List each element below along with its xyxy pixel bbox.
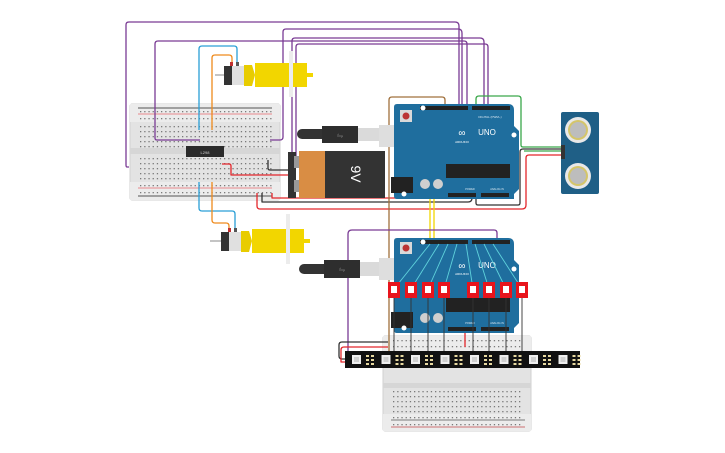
brand-label: ARDUINO bbox=[455, 140, 470, 144]
switch-lead bbox=[492, 243, 523, 290]
wire-red bbox=[222, 163, 290, 176]
wire-purple bbox=[154, 40, 468, 141]
breadboard-bottom[interactable] bbox=[382, 335, 532, 432]
arduino-uno-2[interactable]: ∞ ARDUINO UNO POWER ANALOG IN bbox=[379, 238, 519, 333]
wire-red bbox=[256, 154, 562, 210]
usb-icon: ⇋ bbox=[339, 265, 346, 274]
led-strip[interactable] bbox=[345, 351, 581, 368]
usb-icon: ⇋ bbox=[337, 131, 344, 140]
analog-label: ANALOG IN bbox=[490, 322, 504, 325]
usb-cable-2[interactable]: ⇋ bbox=[299, 260, 384, 278]
switch-knob bbox=[486, 286, 492, 293]
wire-green bbox=[475, 95, 562, 148]
digital-label: DIGITAL (PWM~) bbox=[478, 115, 501, 119]
wire-blue bbox=[198, 45, 238, 130]
wire-black bbox=[267, 160, 290, 171]
wire-orange bbox=[211, 182, 230, 228]
wire-black bbox=[475, 148, 562, 206]
slide-switches bbox=[388, 243, 528, 352]
arduino-logo-icon: ∞ bbox=[458, 261, 465, 272]
model-label: UNO bbox=[478, 261, 496, 270]
switch-knob bbox=[470, 286, 476, 293]
switch-knob bbox=[441, 286, 447, 293]
switch-knob bbox=[503, 286, 509, 293]
wire-brown bbox=[388, 96, 446, 352]
power-label: POWER bbox=[465, 188, 475, 191]
analog-label: ANALOG IN bbox=[490, 188, 504, 191]
wire-blue bbox=[198, 182, 236, 228]
switch-lead bbox=[410, 243, 440, 290]
wire-orange bbox=[211, 54, 233, 130]
switch-lead bbox=[427, 243, 449, 290]
switch-knob bbox=[408, 286, 414, 293]
battery-label: 9V bbox=[348, 165, 364, 183]
arduino-uno-1[interactable]: DIGITAL (PWM~) ∞ ARDUINO UNO POWER ANALO… bbox=[379, 104, 519, 199]
switch-lead bbox=[483, 243, 507, 290]
battery-9v[interactable]: 9V bbox=[288, 151, 385, 198]
switch-knob bbox=[425, 286, 431, 293]
led-pixels bbox=[352, 355, 581, 365]
usb-cable-1[interactable]: ⇋ bbox=[297, 126, 382, 143]
ultrasonic-sensor[interactable] bbox=[561, 112, 599, 194]
ic-label: L298 bbox=[201, 150, 211, 155]
switch-lead bbox=[393, 243, 431, 290]
wire-purple bbox=[295, 43, 489, 165]
switch-knob bbox=[519, 286, 525, 293]
power-label: POWER bbox=[465, 322, 475, 325]
wire-red bbox=[340, 346, 388, 363]
switch-lead bbox=[474, 243, 490, 290]
switch-knob bbox=[391, 286, 397, 293]
switch-lead bbox=[443, 243, 458, 290]
wire-purple bbox=[270, 28, 463, 141]
wire-purple bbox=[347, 229, 498, 352]
wire-purple bbox=[125, 21, 460, 168]
dc-motor-2[interactable] bbox=[210, 214, 310, 264]
wire-purple bbox=[290, 37, 485, 171]
motor-driver-ic[interactable]: L298 bbox=[186, 146, 224, 157]
dc-motor-1[interactable] bbox=[215, 51, 313, 97]
breadboard-holes bbox=[393, 340, 521, 426]
breadboard-holes bbox=[140, 111, 272, 194]
model-label: UNO bbox=[478, 128, 496, 137]
arduino-logo-icon: ∞ bbox=[458, 128, 465, 139]
brand-label: ARDUINO bbox=[455, 272, 470, 276]
switch-lead bbox=[465, 243, 474, 290]
